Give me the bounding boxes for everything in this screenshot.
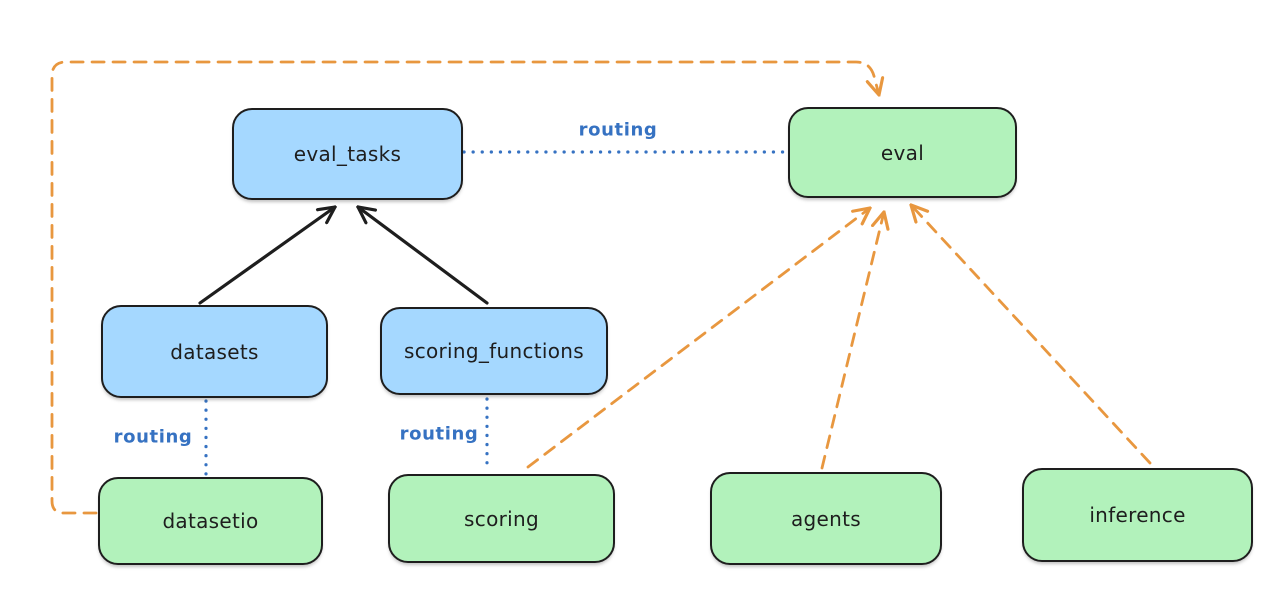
edge-inference-to-eval [911, 205, 1152, 465]
node-inference: inference [1022, 468, 1253, 562]
node-datasets: datasets [101, 305, 328, 398]
node-agents: agents [710, 472, 942, 565]
node-label-eval: eval [880, 140, 925, 165]
node-label-agents: agents [791, 506, 861, 531]
node-eval: eval [788, 107, 1017, 198]
node-scoring: scoring [388, 474, 615, 563]
node-label-datasetio: datasetio [162, 509, 259, 533]
node-datasetio: datasetio [98, 477, 323, 565]
node-label-datasets: datasets [170, 339, 259, 364]
edge-scoring-to-eval [526, 208, 870, 469]
edge-datasets-to-eval-tasks [198, 207, 335, 305]
edge-agents-to-eval [820, 212, 884, 470]
node-label-eval-tasks: eval_tasks [293, 142, 402, 166]
node-eval-tasks: eval_tasks [232, 108, 463, 200]
edge-scoring-functions-to-eval-tasks [358, 207, 489, 305]
node-scoring-functions: scoring_functions [380, 307, 608, 395]
node-label-scoring: scoring [464, 506, 539, 531]
edge-label-routing-datasets-datasetio: routing [113, 426, 193, 448]
edge-label-routing-scoring-functions-scoring: routing [399, 423, 479, 445]
node-label-scoring-functions: scoring_functions [403, 339, 585, 363]
edge-datasetio-to-eval [50, 60, 879, 515]
edge-label-routing-eval-tasks-eval: routing [578, 119, 658, 141]
node-label-inference: inference [1089, 503, 1186, 527]
